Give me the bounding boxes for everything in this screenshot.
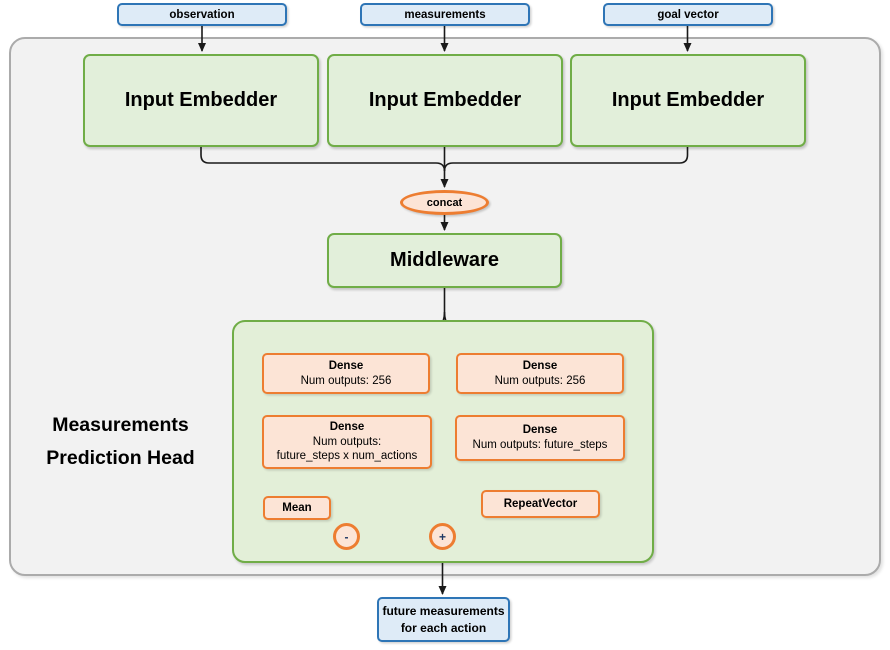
output-label-line1: future measurements [382,604,505,619]
mean-node: Mean [263,496,331,520]
dense-subtitle: Num outputs: [312,435,382,448]
middleware-label: Middleware [390,249,499,271]
plus-label: + [438,529,446,544]
dense-subtitle: Num outputs: future_steps [472,439,608,451]
dense-title: Dense [329,420,365,433]
output-label-line2: for each action [400,620,487,635]
concat-node: concat [400,190,489,215]
middleware-node: Middleware [327,233,562,288]
input-label: measurements [404,8,486,21]
head-title-line2: Prediction Head [46,447,195,469]
head-title-line1: Measurements [52,414,189,436]
input-node-goal-vector: goal vector [603,3,773,26]
output-node-future-measurements: future measurements for each action [377,597,510,642]
embedder-label: Input Embedder [368,89,522,111]
repeat-vector-node: RepeatVector [481,490,600,518]
embedder-label: Input Embedder [611,89,765,111]
dense-title: Dense [522,424,558,437]
minus-label: - [344,529,349,544]
input-node-measurements: measurements [360,3,530,26]
input-label: goal vector [657,8,719,21]
dense-subtitle2: future_steps x num_actions [276,450,418,463]
dense-top-left: Dense Num outputs: 256 [262,353,430,394]
input-embedder-2: Input Embedder [327,54,563,147]
mean-label: Mean [282,501,312,514]
dense-subtitle: Num outputs: 256 [494,374,586,387]
input-embedder-3: Input Embedder [570,54,806,147]
input-embedder-1: Input Embedder [83,54,319,147]
dense-top-right: Dense Num outputs: 256 [456,353,624,394]
minus-operator-node: - [333,523,360,550]
dense-subtitle: Num outputs: 256 [300,374,392,387]
input-label: observation [169,8,235,21]
repeat-vector-label: RepeatVector [503,497,578,510]
dense-title: Dense [522,359,558,372]
plus-operator-node: + [429,523,456,550]
dense-title: Dense [328,359,364,372]
dense-bottom-right: Dense Num outputs: future_steps [455,415,625,461]
head-title: Measurements Prediction Head [18,409,223,475]
embedder-label: Input Embedder [124,89,278,111]
dense-bottom-left: Dense Num outputs: future_steps x num_ac… [262,415,432,469]
concat-label: concat [426,196,463,209]
input-node-observation: observation [117,3,287,26]
